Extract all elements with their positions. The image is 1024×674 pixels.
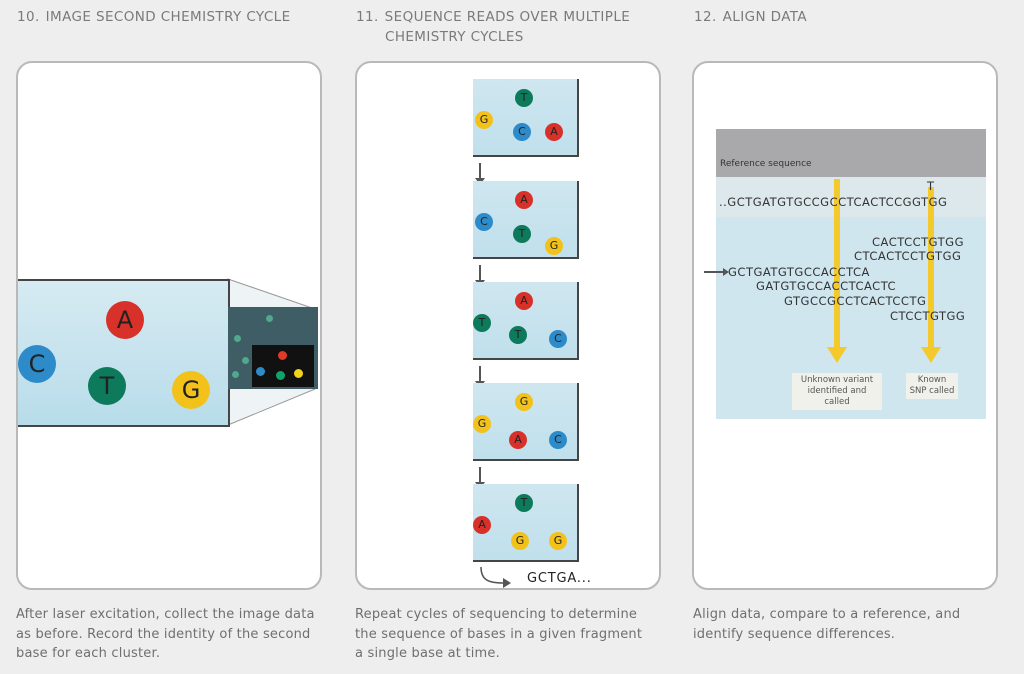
step-11-title-line1: SEQUENCE READS OVER MULTIPLE [384,9,631,25]
read-pointer-arrowhead [723,268,729,276]
caption-line: the sequence of bases in a given fragmen… [355,626,643,642]
step-10-title: IMAGE SECOND CHEMISTRY CYCLE [45,9,291,25]
base-dot-g: G [172,371,210,409]
step-12-heading: 12. ALIGN DATA [694,7,807,27]
cycle-image: T A G G [473,484,579,562]
base-dot-g: G [473,415,491,433]
reference-label: Reference sequence [720,159,812,169]
read-2: CTCACTCCTGTGG [854,249,962,263]
base-letter: G [181,376,201,404]
step-11-title-line2: CHEMISTRY CYCLES [385,29,524,45]
base-dot-g: G [515,393,533,411]
reference-band [716,177,986,217]
base-dot-a: A [106,301,144,339]
read-1: CACTCCTGTGG [872,235,965,249]
base-dot-g: G [545,237,563,255]
unknown-variant-line2: identified and called [807,386,867,407]
step-12-title: ALIGN DATA [722,9,808,25]
known-snp-line1: Known [917,375,947,385]
base-dot-c: C [549,431,567,449]
base-dot-a: A [515,292,533,310]
cluster-speck [234,335,241,342]
caption-line: base for each cluster. [16,646,161,661]
step-11-caption: Repeat cycles of sequencing to determine… [355,605,675,664]
cluster-speck [232,371,239,378]
alignment-figure: Reference sequence T ..GCTGATGTGCCGCCTCA… [704,129,986,419]
base-dot-t: T [473,314,491,332]
caption-line: a single base at time. [355,646,500,661]
caption-line: identify sequence differences. [693,626,896,642]
reference-header: Reference sequence [716,129,986,177]
variant-line [834,179,840,349]
step-10-caption: After laser excitation, collect the imag… [16,605,336,664]
caption-line: as before. Record the identity of the se… [16,626,311,642]
snp-arrowhead [921,347,941,363]
base-dot-g: G [475,111,493,129]
base-dot-t: T [509,326,527,344]
detector-dot-yellow [294,369,303,378]
base-dot-c: C [549,330,567,348]
read-5: GTGCCGCCTCACTCCTG [784,294,927,308]
caption-line: After laser excitation, collect the imag… [16,607,315,622]
step-11-heading: 11. SEQUENCE READS OVER MULTIPLE CHEMISTR… [356,7,630,47]
step-12-number: 12. [694,9,717,25]
read-4: GATGTGCCACCTCACTC [756,279,897,293]
base-dot-c: C [513,123,531,141]
base-dot-t: T [513,225,531,243]
base-letter: A [116,306,134,334]
caption-line: Repeat cycles of sequencing to determine [355,607,638,622]
base-dot-g: G [549,532,567,550]
cluster-speck [266,315,273,322]
base-dot-a: A [515,191,533,209]
known-snp-line2: SNP called [909,386,955,396]
read-result: GCTGA... [527,571,592,586]
base-dot-c: C [18,345,56,383]
detector-dot-red [278,351,287,360]
detector-dot-green [276,371,285,380]
curved-arrow-icon [480,566,511,588]
step-12-caption: Align data, compare to a reference, and … [693,605,1013,644]
read-3: GCTGATGTGCCACCTCA [728,265,870,279]
step-10-panel: A C T G [16,61,322,590]
step-12-panel: Reference sequence T ..GCTGATGTGCCGCCTCA… [692,61,998,590]
base-dot-t: T [88,367,126,405]
base-letter: T [99,372,115,400]
step-10-number: 10. [17,9,40,25]
base-dot-a: A [473,516,491,534]
base-dot-c: C [475,213,493,231]
known-snp-label: Known SNP called [906,373,958,399]
base-letter: C [28,350,46,378]
step-11-number: 11. [356,9,379,25]
caption-line: Align data, compare to a reference, and [693,607,961,622]
down-arrow-icon [476,163,484,185]
base-dot-t: T [515,494,533,512]
step-10-heading: 10. IMAGE SECOND CHEMISTRY CYCLE [17,7,291,27]
base-dot-a: A [545,123,563,141]
variant-arrowhead [827,347,847,363]
base-dot-a: A [509,431,527,449]
flow-cell-image [228,307,318,389]
read-pointer-arrow-icon [704,271,724,273]
unknown-variant-line1: Unknown variant [800,375,874,385]
detector-dot-blue [256,367,265,376]
detector-view [252,345,314,387]
cluster-speck [242,357,249,364]
base-dot-t: T [515,89,533,107]
reference-sequence: ..GCTGATGTGCCGCCTCACTCCGGTGG [719,195,948,209]
read-6: CTCCTGTGG [890,309,966,323]
snp-line [928,187,934,349]
unknown-variant-label: Unknown variant identified and called [792,373,882,410]
snp-base: T [927,179,935,193]
cluster-image-zoomed: A C T G [18,279,230,427]
base-dot-g: G [511,532,529,550]
